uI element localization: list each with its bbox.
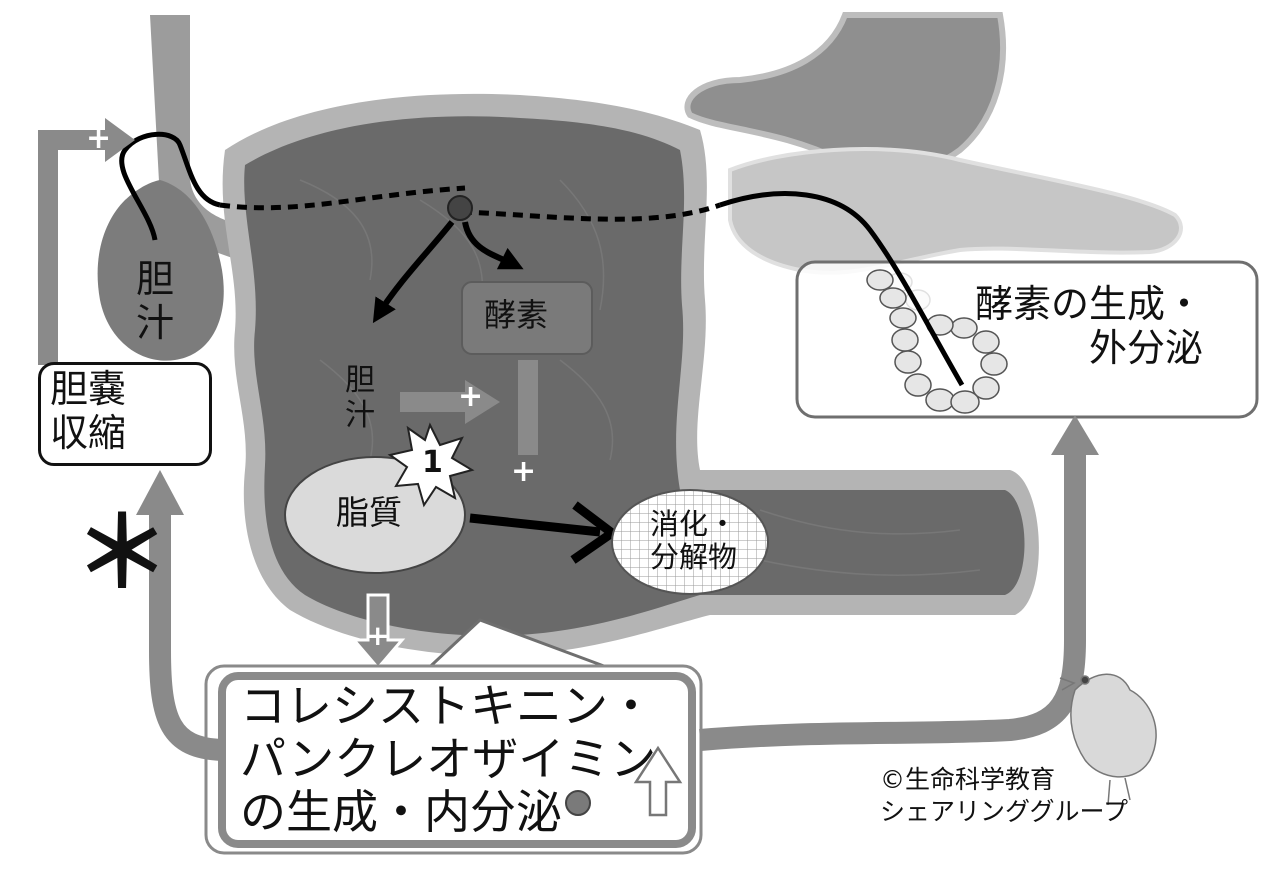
lipid-label: 脂質	[336, 493, 402, 532]
hormone-line-2: パンクレオザイミン	[240, 732, 657, 786]
pancreas	[728, 147, 1183, 275]
papilla	[447, 195, 473, 221]
bile-duct-line	[119, 131, 221, 241]
hormone-to-enzyme-arrow	[699, 450, 1086, 751]
chick-illustration	[1059, 673, 1157, 806]
gallbladder-contraction-box	[38, 362, 212, 466]
enzyme-secretion-label: 酵素の生成・ 外分泌	[975, 282, 1204, 370]
up-arrow-icon	[633, 745, 683, 817]
digestion-products-label: 消化・ 分解物	[650, 507, 738, 575]
center-enzyme-label: 酵素	[484, 296, 549, 334]
stomach	[684, 12, 1006, 175]
bile-label-left: 胆 汁	[136, 257, 175, 345]
gray-dot	[565, 790, 591, 816]
dotted-duct-left	[219, 185, 466, 211]
center-enzyme-box	[461, 281, 593, 355]
arrow-to-bile	[372, 220, 455, 324]
pancreatic-duct-line	[719, 191, 965, 387]
gallbladder-feedback-arrow	[38, 130, 110, 365]
plus-sign-bile: +	[458, 379, 484, 414]
arrow-to-enzyme	[462, 221, 524, 270]
enzyme-to-lipid-arrow	[518, 360, 538, 455]
dotted-duct-right	[461, 202, 721, 222]
bile-to-lipid-arrow	[400, 380, 500, 424]
copyright-line-1: ©生命科学教育	[880, 765, 1056, 794]
hormone-to-gallbladder-arrow	[149, 510, 223, 761]
products-ellipse	[611, 489, 769, 595]
gallbladder-contraction-label: 胆嚢 収縮	[50, 367, 127, 455]
hormone-line-3: の生成・内分泌	[240, 785, 562, 839]
intestine-to-hormone-arrow	[350, 593, 406, 671]
star-number: 1	[422, 445, 443, 480]
digestion-arrow	[469, 513, 601, 537]
copyright-line-2: シェアリンググループ	[880, 797, 1129, 826]
bile-label-center: 胆 汁	[345, 363, 375, 433]
plus-sign-gallbladder: +	[86, 121, 112, 156]
star-burst	[387, 422, 475, 508]
hormone-line-1: コレシストキニン・	[240, 679, 654, 733]
bubble-tail	[418, 618, 621, 678]
plus-sign-hormone: +	[366, 619, 390, 652]
asterisk-mark: ＊	[74, 497, 170, 609]
plus-sign-enzyme: +	[511, 454, 537, 489]
gallbladder	[97, 180, 224, 361]
